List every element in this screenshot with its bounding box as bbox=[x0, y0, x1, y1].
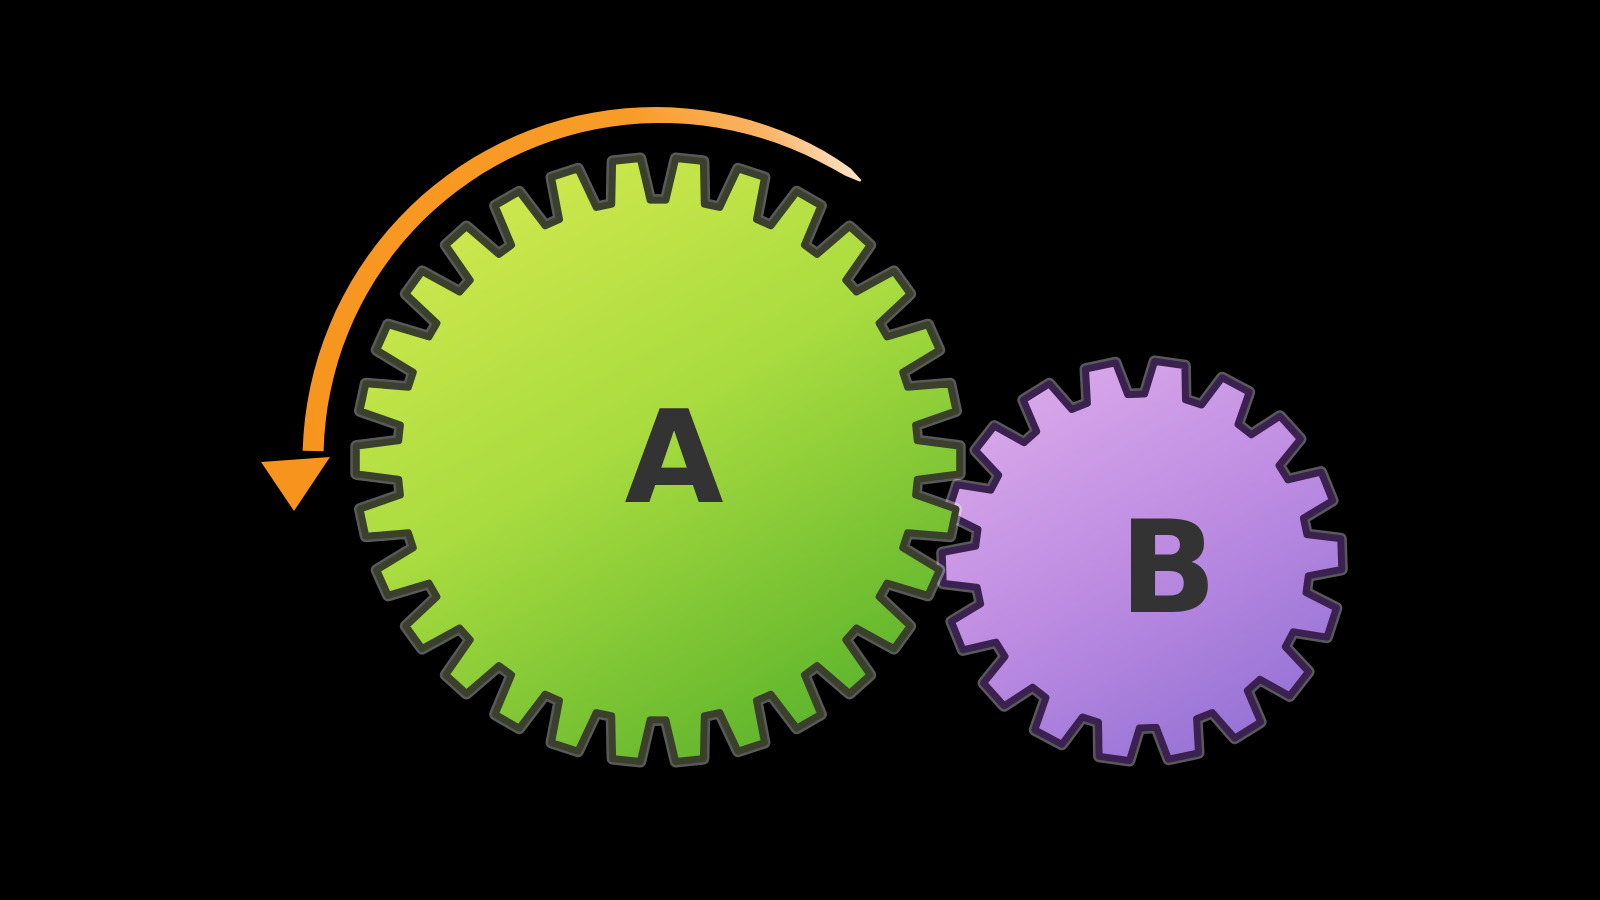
gear-b bbox=[936, 355, 1348, 767]
rotation-arrow-head bbox=[261, 457, 330, 511]
counterclockwise-rotation-arrow-icon bbox=[261, 107, 862, 511]
rotation-arrow-shaft bbox=[302, 107, 862, 452]
gear-b-body bbox=[938, 357, 1346, 765]
gear-a-label: A bbox=[624, 384, 723, 533]
gear-a bbox=[350, 152, 966, 768]
gear-b-label: B bbox=[1119, 494, 1217, 643]
gear-a-body bbox=[352, 155, 964, 765]
